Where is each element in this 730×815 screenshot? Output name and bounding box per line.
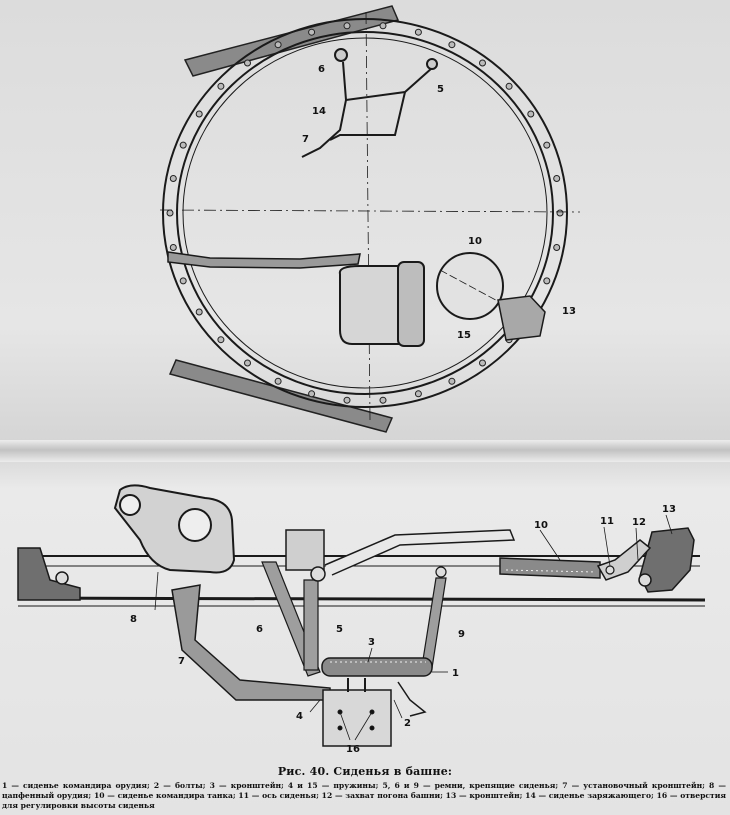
tank-commander-seat-10: [499, 539, 652, 581]
ring-bolt: [179, 141, 187, 149]
ring-bolt: [556, 209, 564, 217]
turret-top-view: [159, 5, 581, 433]
ring-bolt: [169, 175, 177, 182]
ring-bolt: [217, 82, 225, 90]
ring-bolt: [379, 22, 387, 30]
side-label-11: 11: [600, 516, 614, 527]
side-label-2: 2: [404, 718, 411, 729]
side-view-labels: 13 12 11 10 8 7 6 5 9 3 1 4 2 16: [130, 504, 676, 755]
label-13: 13: [562, 306, 576, 317]
side-label-16: 16: [346, 744, 360, 755]
ring-bolt: [308, 390, 316, 398]
mounting-bracket-7: [171, 584, 331, 701]
trunnion-plate: [113, 484, 236, 574]
side-label-9: 9: [458, 629, 465, 640]
caption-title: Рис. 40. Сиденья в башне:: [277, 765, 453, 778]
label-6: 6: [318, 64, 325, 75]
side-label-3: 3: [368, 637, 375, 648]
ring-bolt: [543, 277, 551, 285]
ring-bolt: [343, 396, 351, 404]
ring-bolts: [166, 22, 564, 404]
side-label-13: 13: [662, 504, 676, 515]
ring-bolt: [414, 28, 422, 36]
bracket-13: [497, 295, 546, 341]
hatched-bar-bottom: [168, 359, 394, 433]
straps: [261, 561, 321, 677]
ring-bolt: [414, 390, 422, 398]
ring-bolt: [505, 82, 513, 90]
loader-seat: [301, 48, 438, 158]
label-5: 5: [437, 84, 444, 95]
ring-bolt: [543, 141, 551, 149]
label-14: 14: [312, 106, 326, 117]
ring-bolt: [244, 359, 251, 367]
left-bracket: [17, 547, 81, 601]
ring-bolt: [217, 336, 225, 344]
commander-gunner-seat-1: [321, 657, 433, 747]
commander-seat-top: [338, 261, 425, 347]
gun-bracket: [167, 251, 361, 269]
ring-bolt: [274, 41, 282, 49]
side-label-6: 6: [256, 624, 263, 635]
side-label-12: 12: [632, 517, 646, 528]
label-10: 10: [468, 236, 482, 247]
turret-side-view: [17, 484, 706, 747]
ring-bolt: [379, 396, 387, 404]
label-15: 15: [457, 330, 471, 341]
ring-bolt: [527, 110, 535, 118]
ring-bolt: [479, 359, 486, 367]
top-view-labels: 6 5 14 7 10 13 15: [302, 64, 576, 341]
ring-bolt: [308, 28, 316, 36]
ring-bolt: [195, 308, 203, 316]
ring-bolt: [479, 59, 486, 67]
upper-bracket: [285, 529, 516, 582]
ring-bolt: [553, 244, 561, 251]
ring-bolt: [195, 110, 203, 118]
side-label-8: 8: [130, 614, 137, 625]
ring-bolt: [169, 244, 177, 251]
side-label-4: 4: [296, 711, 303, 722]
strap-9: [421, 566, 447, 669]
right-bracket-13: [638, 527, 695, 593]
side-label-1: 1: [452, 668, 459, 679]
page-fold: [0, 440, 730, 462]
side-label-5: 5: [336, 624, 343, 635]
figure-caption: Рис. 40. Сиденья в башне: 1 — сиденье ко…: [0, 763, 730, 815]
ring-bolt: [343, 22, 351, 30]
caption-legend: 1 — сиденье командира орудия; 2 — болты;…: [2, 781, 726, 810]
ring-bolt: [244, 59, 251, 67]
label-7: 7: [302, 134, 309, 145]
side-label-10: 10: [534, 520, 548, 531]
ring-bolt: [448, 377, 456, 385]
ring-bolt: [179, 277, 187, 285]
ring-bolt: [274, 377, 282, 385]
side-label-7: 7: [178, 656, 185, 667]
ring-bolt: [553, 175, 561, 182]
ring-bolt: [448, 41, 456, 49]
leader-lines: [154, 514, 673, 741]
ring-bolt: [166, 209, 174, 217]
